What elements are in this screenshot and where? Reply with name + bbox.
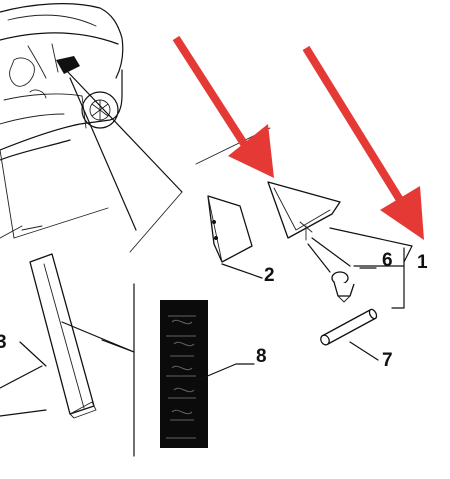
red-pointer-arrow-right (302, 45, 424, 240)
callout-3: 3 (0, 332, 7, 353)
part-1-mirror-cover (267, 181, 341, 241)
part-2-trim-piece (207, 195, 253, 263)
callout-8: 8 (256, 346, 267, 367)
part-8-adhesive-strip (160, 300, 208, 448)
detail-leader-lines (0, 69, 271, 253)
callout-6: 6 (382, 250, 393, 271)
callout-2: 2 (264, 265, 275, 286)
red-pointer-arrow-left (172, 35, 274, 178)
part-3-pillar-trim (29, 253, 97, 419)
callout-leaders (0, 227, 413, 417)
callout-1: 1 (417, 252, 428, 273)
group-bracket-lines (61, 237, 405, 457)
callout-7: 7 (382, 350, 393, 371)
car-illustration (0, 3, 124, 161)
part-7-pin (320, 308, 378, 346)
part-6-clip (331, 271, 355, 303)
